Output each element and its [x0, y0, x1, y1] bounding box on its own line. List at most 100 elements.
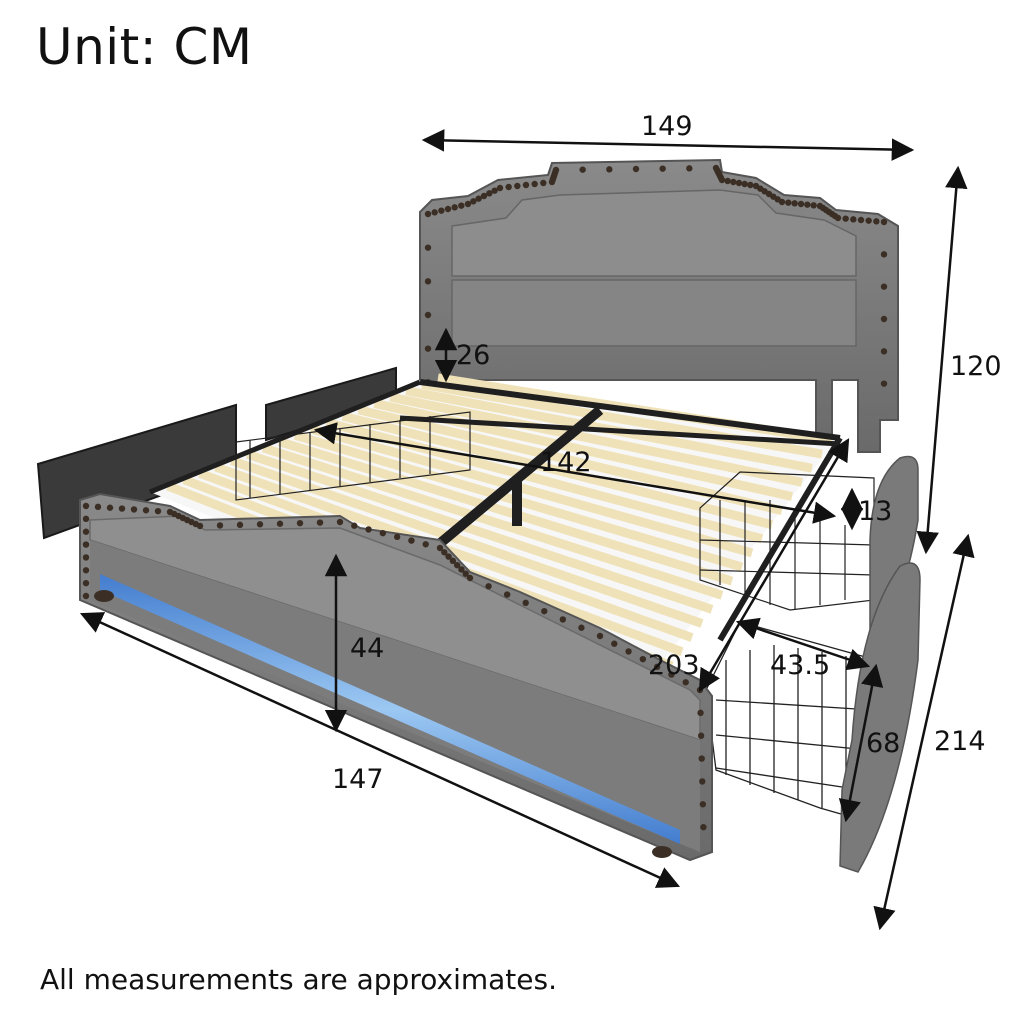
- nailhead: [462, 570, 469, 577]
- nailhead: [296, 519, 304, 527]
- nailhead: [424, 345, 432, 352]
- nailhead: [611, 640, 618, 647]
- nailhead: [464, 200, 472, 208]
- nailhead: [82, 528, 90, 535]
- nailhead: [431, 209, 438, 216]
- nailhead: [82, 579, 90, 587]
- nailhead: [436, 544, 444, 552]
- nailhead: [559, 616, 567, 623]
- nailhead: [606, 166, 613, 173]
- label-drawer-top-height: 13: [858, 496, 892, 527]
- footnote: All measurements are approximates.: [40, 963, 557, 996]
- nailhead: [579, 166, 586, 173]
- nailhead: [514, 182, 521, 190]
- nailhead: [196, 522, 204, 530]
- nailhead: [718, 176, 726, 184]
- dimension-labels: 149 120 26 142 13 44 203 43.5 68 214 147: [332, 111, 1002, 795]
- nailhead: [880, 315, 888, 323]
- nailhead: [842, 215, 849, 222]
- nailhead: [797, 200, 805, 208]
- nailhead: [130, 506, 138, 513]
- nailhead: [791, 200, 798, 207]
- dimension-lines: [79, 129, 975, 931]
- nailhead: [365, 526, 372, 533]
- nailhead: [424, 244, 432, 251]
- nailhead: [741, 180, 748, 188]
- nailhead: [216, 522, 224, 529]
- nailhead: [424, 210, 432, 218]
- nailhead: [451, 204, 458, 211]
- nailhead: [700, 823, 707, 831]
- nailhead: [82, 515, 90, 523]
- nailhead: [449, 557, 457, 565]
- nailhead: [441, 549, 448, 556]
- label-inner-length: 142: [540, 447, 592, 478]
- nailhead: [256, 521, 264, 528]
- nailhead: [552, 166, 560, 174]
- nailhead: [531, 180, 538, 188]
- nailhead: [850, 216, 857, 223]
- nailhead: [491, 187, 498, 194]
- label-drawer-depth: 43.5: [770, 650, 830, 681]
- nailhead: [351, 522, 358, 529]
- nailhead: [424, 311, 432, 319]
- nailhead: [639, 655, 647, 663]
- nailhead: [82, 592, 90, 600]
- nailhead: [82, 502, 90, 510]
- nailhead: [834, 214, 842, 222]
- nailhead: [503, 591, 511, 598]
- nailhead: [857, 216, 865, 224]
- label-overall-length: 214: [934, 726, 986, 757]
- nailhead: [424, 278, 432, 285]
- unit-title: Unit: CM: [36, 18, 253, 76]
- headboard: [419, 158, 899, 453]
- nailhead: [880, 251, 888, 258]
- nailhead: [393, 533, 401, 541]
- nailhead: [379, 529, 387, 537]
- label-overall-width: 147: [332, 764, 384, 795]
- label-headboard-gap: 26: [456, 340, 490, 371]
- nailhead: [682, 679, 689, 686]
- nailhead: [880, 380, 888, 387]
- nailhead: [578, 624, 585, 631]
- nailhead: [94, 503, 102, 511]
- nailhead: [496, 184, 504, 192]
- nailhead: [659, 165, 666, 172]
- nailhead: [276, 520, 284, 527]
- nailhead: [880, 218, 888, 226]
- nailhead: [422, 541, 429, 548]
- slat: [214, 462, 694, 642]
- nailhead: [316, 519, 324, 526]
- nailhead: [724, 177, 731, 185]
- nailhead: [106, 504, 114, 511]
- nailhead: [236, 521, 244, 529]
- label-drawer-height: 68: [866, 728, 900, 759]
- nailhead: [880, 348, 888, 355]
- nailhead: [522, 599, 529, 607]
- nailhead: [810, 202, 817, 209]
- nailhead: [142, 507, 150, 514]
- nailhead: [485, 583, 492, 590]
- nailhead: [466, 574, 474, 582]
- label-total-height: 120: [950, 351, 1002, 382]
- nailhead: [445, 553, 452, 560]
- nailhead: [697, 732, 705, 739]
- nailhead: [596, 632, 604, 640]
- nailhead: [453, 561, 461, 569]
- nailhead: [778, 198, 786, 206]
- nailhead: [698, 755, 705, 762]
- nailhead: [154, 507, 162, 515]
- nailhead: [625, 648, 632, 655]
- nailhead: [458, 202, 465, 209]
- nailhead: [444, 205, 452, 213]
- nailhead: [522, 181, 530, 189]
- nailhead: [541, 607, 548, 615]
- nailhead: [730, 178, 737, 186]
- nailhead: [475, 195, 482, 202]
- nailhead: [118, 505, 126, 512]
- nailhead: [458, 566, 465, 573]
- nailhead: [336, 518, 344, 526]
- nailhead: [632, 165, 640, 173]
